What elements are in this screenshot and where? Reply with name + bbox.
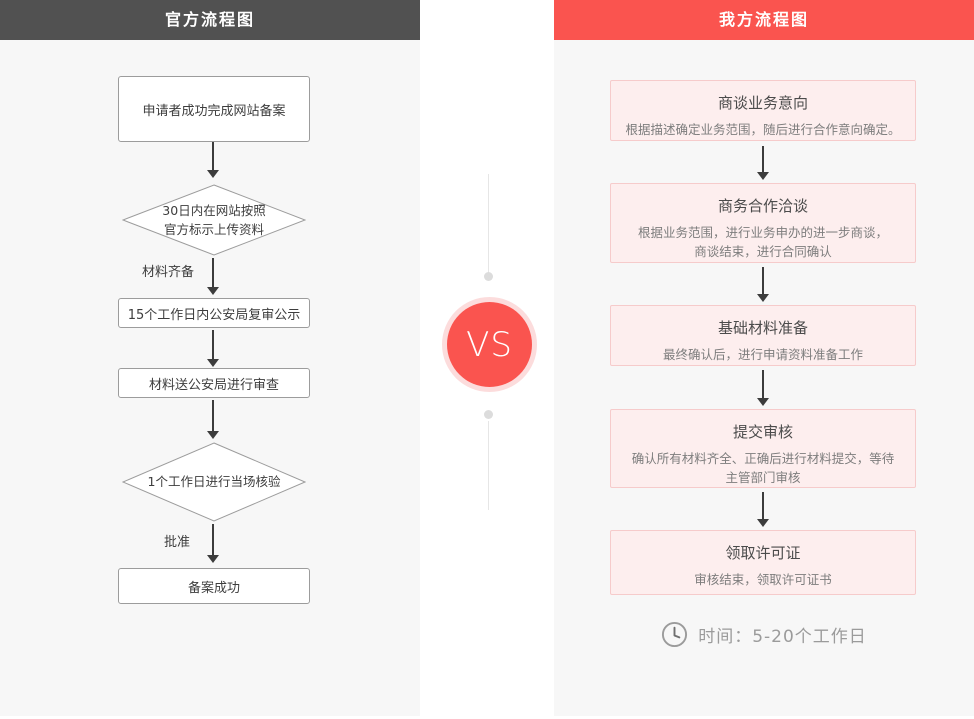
clock-icon <box>662 621 688 648</box>
step-card-cooperation-talks: 商务合作洽谈 根据业务范围，进行业务申办的进一步商谈， 商谈结束，进行合同确认 <box>610 183 916 263</box>
flow-arrow <box>757 146 769 180</box>
diamond-text: 30日内在网站按照 官方标示上传资料 <box>162 202 266 237</box>
flow-diamond-onsite-check: 1个工作日进行当场核验 <box>122 442 306 522</box>
timeline-line-top <box>488 174 489 273</box>
step-title: 提交审核 <box>732 423 793 441</box>
step-desc: 根据业务范围，进行业务申办的进一步商谈， 商谈结束，进行合同确认 <box>637 225 888 260</box>
timeline-dot <box>484 272 493 281</box>
step-title: 商谈业务意向 <box>717 94 808 112</box>
flow-arrow <box>207 524 219 563</box>
arrow-label-materials-ready: 材料齐备 <box>142 265 195 280</box>
step-desc: 审核结束，领取许可证书 <box>694 572 832 587</box>
flow-box-submit-materials: 材料送公安局进行审查 <box>118 368 310 398</box>
flow-arrow <box>207 400 219 439</box>
flow-arrow <box>757 492 769 527</box>
step-title: 商务合作洽谈 <box>717 197 808 215</box>
step-desc: 根据描述确定业务范围，随后进行合作意向确定。 <box>625 122 901 137</box>
step-card-submit-review: 提交审核 确认所有材料齐全、正确后进行材料提交，等待 主管部门审核 <box>610 409 916 488</box>
vs-label: VS <box>447 302 532 387</box>
step-card-get-license: 领取许可证 审核结束，领取许可证书 <box>610 530 916 595</box>
flow-box-website-filing: 申请者成功完成网站备案 <box>118 76 310 142</box>
diamond-shape-icon <box>122 442 306 522</box>
flow-arrow <box>207 330 219 367</box>
our-flow-header: 我方流程图 <box>554 0 974 40</box>
flow-arrow <box>207 142 219 178</box>
step-title: 领取许可证 <box>725 544 801 562</box>
duration-text: 时间：5-20个工作日 <box>698 627 867 647</box>
flow-box-filing-success: 备案成功 <box>118 568 310 604</box>
flow-diamond-upload: 30日内在网站按照 官方标示上传资料 <box>122 184 306 256</box>
step-title: 基础材料准备 <box>717 319 808 337</box>
flow-arrow <box>757 370 769 406</box>
official-flow-header: 官方流程图 <box>0 0 420 40</box>
timeline-line-bottom <box>488 421 489 510</box>
flow-arrow <box>757 267 769 302</box>
diamond-text: 1个工作日进行当场核验 <box>147 474 281 490</box>
flow-arrow <box>207 258 219 295</box>
step-card-materials-prep: 基础材料准备 最终确认后，进行申请资料准备工作 <box>610 305 916 366</box>
vs-badge: VS <box>442 297 537 392</box>
timeline-dot <box>484 410 493 419</box>
step-desc: 最终确认后，进行申请资料准备工作 <box>662 347 863 362</box>
arrow-label-approved: 批准 <box>164 535 191 550</box>
step-desc: 确认所有材料齐全、正确后进行材料提交，等待 主管部门审核 <box>631 451 895 486</box>
diamond-shape-icon <box>122 184 306 256</box>
step-card-business-intent: 商谈业务意向 根据描述确定业务范围，随后进行合作意向确定。 <box>610 80 916 141</box>
flow-box-review-publicity: 15个工作日内公安局复审公示 <box>118 298 310 328</box>
duration-row: 时间：5-20个工作日 <box>554 621 974 648</box>
